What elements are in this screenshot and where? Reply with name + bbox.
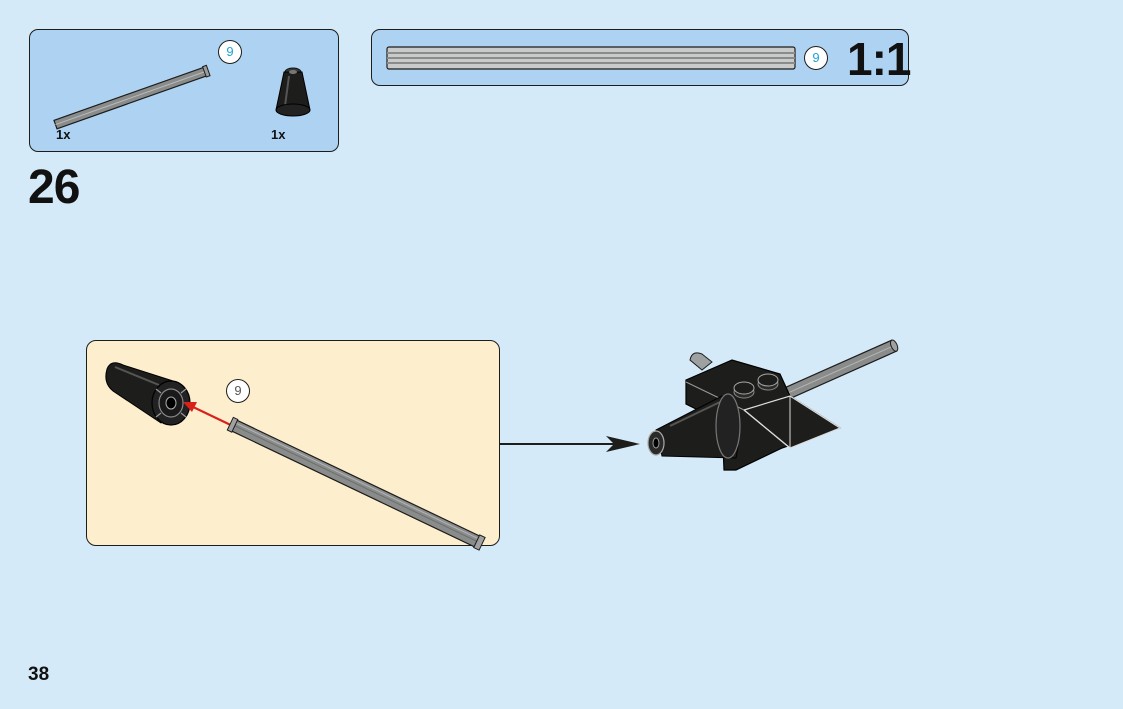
step-number: 26 <box>28 161 80 214</box>
cone-quantity-label: 1x <box>271 127 286 142</box>
black-cone-icon <box>105 362 191 426</box>
scale-reference-box: 9 <box>371 29 909 86</box>
axle-length-badge: 9 <box>226 379 250 403</box>
assembled-model-image <box>647 339 899 471</box>
axle-1to1-icon <box>386 46 796 70</box>
scale-ratio-label: 1:1 <box>847 33 911 85</box>
axle-length-badge: 9 <box>218 40 242 64</box>
gray-axle-icon <box>226 416 486 551</box>
step-arrow-icon <box>500 436 640 452</box>
sub-assembly-box: 9 <box>86 340 500 551</box>
axle-quantity-label: 1x <box>56 127 71 142</box>
parts-list-box: 9 1x 1x <box>29 29 339 152</box>
gray-axle-icon <box>53 64 211 130</box>
page-number: 38 <box>28 664 50 685</box>
scale-length-badge: 9 <box>804 46 828 70</box>
black-cone-icon <box>275 67 311 117</box>
